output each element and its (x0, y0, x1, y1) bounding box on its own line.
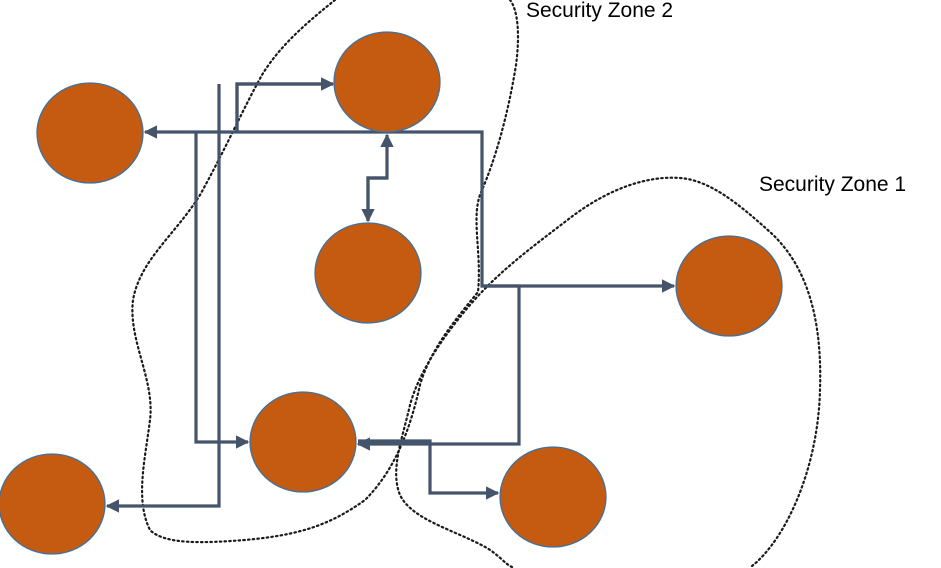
network-node-n1 (36, 82, 144, 184)
security-zone-2-outline (131, 0, 520, 544)
connection-arrow-7 (358, 439, 500, 500)
connection-arrow-3 (387, 130, 676, 293)
network-node-n2 (333, 31, 441, 133)
connection-arrow-trunk-2 (105, 84, 221, 513)
network-node-n6 (499, 446, 607, 548)
security-zone-2-label: Security Zone 2 (526, 0, 673, 22)
network-node-n3 (314, 222, 422, 324)
connection-arrow-2 (194, 132, 250, 449)
connection-arrow-trunk-1 (235, 77, 335, 132)
network-node-n5 (249, 391, 357, 493)
connection-arrow-5 (361, 176, 387, 223)
network-node-n4 (675, 235, 783, 337)
connection-arrow-8 (235, 77, 335, 132)
security-zone-1-outline (395, 176, 822, 568)
connection-arrow-6 (356, 284, 521, 451)
security-zone-1-label: Security Zone 1 (759, 173, 906, 196)
network-node-n7 (0, 453, 106, 555)
